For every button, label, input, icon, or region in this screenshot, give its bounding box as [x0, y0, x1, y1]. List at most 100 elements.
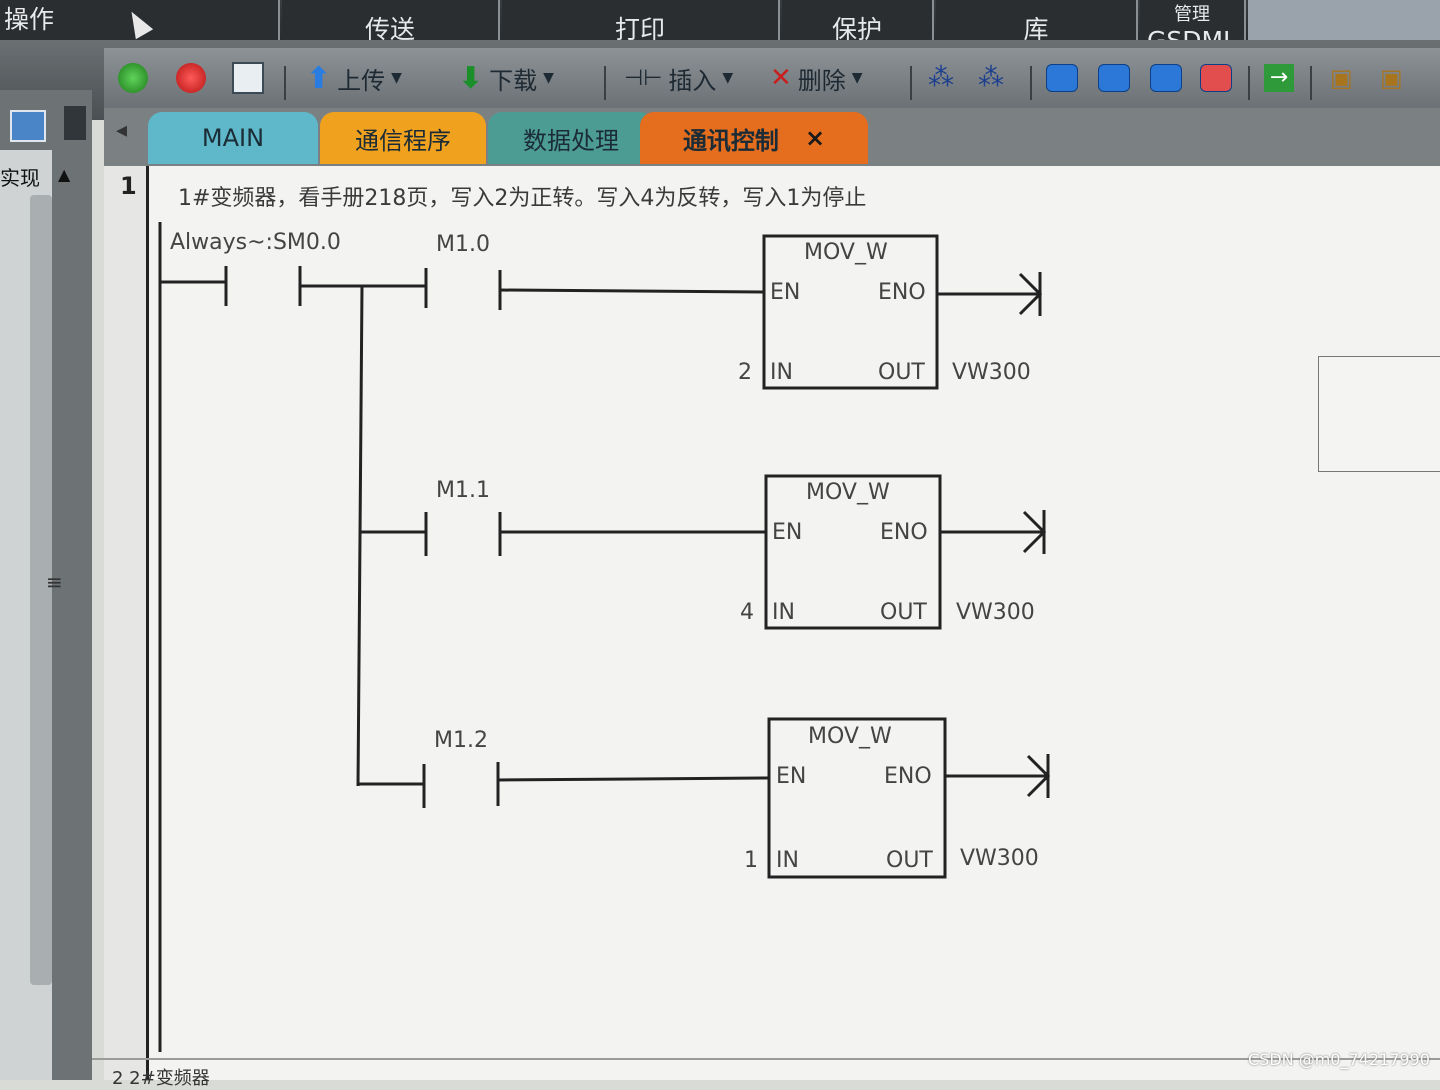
- tab-data-processing[interactable]: 数据处理: [488, 112, 654, 164]
- stop-button[interactable]: [176, 60, 206, 96]
- network-divider: [92, 1058, 1440, 1060]
- block-button-1[interactable]: [1046, 60, 1078, 96]
- tab-comm-control[interactable]: 通讯控制 ×: [640, 112, 868, 164]
- download-arrow-icon: ⬇: [458, 60, 484, 96]
- toolbar-separator: [1030, 66, 1032, 100]
- upload-button[interactable]: ⬆ 上传 ▼: [306, 60, 402, 96]
- tab-label: MAIN: [201, 124, 265, 152]
- vertical-scrollbar[interactable]: [30, 195, 52, 985]
- download-button[interactable]: ⬇ 下载 ▼: [458, 60, 554, 96]
- toolbar-separator: [284, 66, 286, 100]
- box-en-pin: EN: [776, 764, 807, 789]
- panel-icon[interactable]: [64, 106, 86, 140]
- chevron-down-icon: ▼: [391, 70, 402, 86]
- box-title: MOV_W: [806, 480, 890, 505]
- box-eno-pin: ENO: [884, 764, 932, 789]
- compile-button[interactable]: [232, 60, 264, 96]
- view-icon[interactable]: [10, 110, 46, 142]
- box-in-operand[interactable]: 4: [740, 600, 754, 625]
- insert-button[interactable]: ⊣⊢ 插入 ▼: [624, 60, 733, 96]
- box-in-operand[interactable]: 1: [744, 848, 758, 873]
- download-label: 下载: [489, 66, 538, 95]
- contact-label[interactable]: M1.2: [434, 728, 488, 753]
- stop-icon: [176, 63, 206, 93]
- tab-label: 通讯控制: [682, 126, 779, 155]
- block-button-2[interactable]: [1098, 60, 1130, 96]
- chevron-down-icon: ▼: [722, 70, 734, 86]
- tab-scroll-left-icon[interactable]: ◂: [116, 118, 128, 143]
- toolbar-separator: [1248, 66, 1250, 100]
- project-tree-item[interactable]: 实现: [0, 166, 40, 190]
- scroll-grip-icon[interactable]: ≡: [46, 570, 63, 594]
- chevron-down-icon: ▼: [543, 70, 554, 86]
- box-out-operand[interactable]: VW300: [956, 600, 1035, 625]
- toolbar-separator: [604, 66, 606, 100]
- insert-icon: ⊣⊢: [624, 65, 663, 91]
- delete-x-icon: ✕: [770, 63, 792, 93]
- block-button-3[interactable]: [1150, 60, 1182, 96]
- block-button-4[interactable]: [1200, 60, 1232, 96]
- block-icon: [1150, 64, 1182, 92]
- box-eno-pin: ENO: [880, 520, 928, 545]
- ribbon-group-label: 打印: [614, 15, 665, 44]
- ribbon-group-label: 传送: [364, 15, 415, 44]
- compile-icon: [232, 62, 264, 94]
- ribbon-group-manage-label: 管理: [1174, 4, 1210, 25]
- box-out-pin: OUT: [880, 600, 927, 625]
- insert-label: 插入: [668, 66, 717, 95]
- scroll-up-icon[interactable]: ▲: [58, 165, 71, 184]
- ribbon-group-label: 库: [1023, 15, 1049, 44]
- tab-main[interactable]: MAIN: [148, 112, 318, 164]
- box-out-pin: OUT: [886, 848, 933, 873]
- toolbar-separator: [1310, 66, 1312, 100]
- tab-comm-program[interactable]: 通信程序: [320, 112, 486, 164]
- block-icon: [1046, 64, 1078, 92]
- network-icon: ⁂: [978, 63, 1004, 93]
- box-out-operand[interactable]: VW300: [960, 846, 1039, 871]
- upload-label: 上传: [337, 66, 386, 95]
- delete-button[interactable]: ✕ 删除 ▼: [770, 60, 863, 96]
- network-comment[interactable]: 1#变频器，看手册218页，写入2为正转。写入4为反转，写入1为停止: [178, 186, 867, 211]
- box-eno-pin: ENO: [878, 280, 926, 305]
- contact-label[interactable]: M1.0: [436, 232, 490, 257]
- delete-label: 删除: [797, 66, 846, 95]
- box-title: MOV_W: [804, 240, 888, 265]
- watermark: CSDN @m0_74217990: [1248, 1050, 1430, 1069]
- lock-icon: ▣: [1330, 64, 1353, 92]
- goto-button[interactable]: →: [1264, 60, 1294, 96]
- box-en-pin: EN: [772, 520, 803, 545]
- chevron-down-icon: ▼: [851, 70, 863, 86]
- box-title: MOV_W: [808, 724, 892, 749]
- run-button[interactable]: [118, 60, 148, 96]
- contact-label[interactable]: Always~:SM0.0: [170, 230, 341, 255]
- next-network-header[interactable]: 2 2#变频器: [112, 1068, 210, 1089]
- block-remove-icon: [1200, 64, 1232, 92]
- box-en-pin: EN: [770, 280, 801, 305]
- lock-button-2[interactable]: ▣: [1380, 60, 1403, 96]
- run-icon: [118, 63, 148, 93]
- tab-label: 通信程序: [355, 126, 451, 155]
- box-out-pin: OUT: [878, 360, 925, 385]
- upload-arrow-icon: ⬆: [306, 60, 332, 96]
- network-icon: ⁂: [928, 63, 954, 93]
- box-in-pin: IN: [770, 360, 793, 385]
- close-icon[interactable]: ×: [804, 124, 826, 152]
- box-out-operand[interactable]: VW300: [952, 360, 1031, 385]
- lock-button-1[interactable]: ▣: [1330, 60, 1353, 96]
- block-icon: [1098, 64, 1130, 92]
- ribbon-group-label: 操作: [4, 5, 55, 34]
- rung-gutter: [104, 166, 149, 1080]
- box-in-operand[interactable]: 2: [738, 360, 752, 385]
- network-number: 1: [120, 172, 137, 200]
- toolbar-separator: [910, 66, 912, 100]
- network-button-2[interactable]: ⁂: [978, 60, 1004, 96]
- network-button-1[interactable]: ⁂: [928, 60, 954, 96]
- tab-label: 数据处理: [523, 126, 619, 155]
- ribbon-group-label: 保护: [831, 15, 882, 44]
- arrow-right-icon: →: [1264, 64, 1294, 92]
- box-in-pin: IN: [776, 848, 799, 873]
- side-panel-box: [1318, 356, 1440, 472]
- contact-label[interactable]: M1.1: [436, 478, 490, 503]
- box-in-pin: IN: [772, 600, 795, 625]
- lock-icon: ▣: [1380, 64, 1403, 92]
